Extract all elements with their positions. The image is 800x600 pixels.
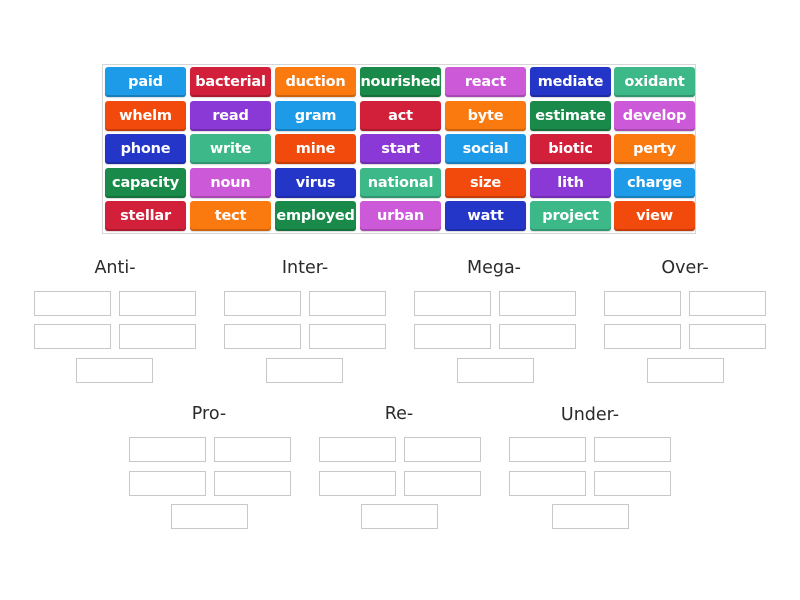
word-tile[interactable]: bacterial [190, 67, 271, 97]
drop-slot[interactable] [457, 358, 534, 383]
word-tile[interactable]: lith [530, 168, 611, 198]
word-tile[interactable]: virus [275, 168, 356, 198]
word-tile[interactable]: react [445, 67, 526, 97]
group-title: Over- [661, 258, 709, 278]
drop-slot[interactable] [689, 291, 766, 316]
word-tile[interactable]: watt [445, 201, 526, 231]
drop-slot[interactable] [266, 358, 343, 383]
word-tile[interactable]: develop [614, 101, 695, 131]
word-tile[interactable]: byte [445, 101, 526, 131]
drop-slot[interactable] [224, 291, 301, 316]
word-tile[interactable]: mine [275, 134, 356, 164]
word-tile[interactable]: start [360, 134, 441, 164]
word-tile[interactable]: capacity [105, 168, 186, 198]
drop-slot[interactable] [499, 324, 576, 349]
drop-slot[interactable] [604, 324, 681, 349]
group-title: Anti- [94, 258, 136, 278]
word-tile[interactable]: perty [614, 134, 695, 164]
drop-slot[interactable] [34, 324, 111, 349]
word-tile[interactable]: write [190, 134, 271, 164]
word-tile[interactable]: stellar [105, 201, 186, 231]
drop-slot[interactable] [214, 471, 291, 496]
drop-slot[interactable] [34, 291, 111, 316]
word-tile[interactable]: estimate [530, 101, 611, 131]
word-tile[interactable]: project [530, 201, 611, 231]
word-tile[interactable]: phone [105, 134, 186, 164]
drop-slot[interactable] [404, 437, 481, 462]
word-tile[interactable]: biotic [530, 134, 611, 164]
group-title: Inter- [281, 258, 329, 278]
group-title: Pro- [191, 404, 227, 424]
drop-slot[interactable] [319, 437, 396, 462]
word-tile[interactable]: employed [275, 201, 356, 231]
drop-slot[interactable] [647, 358, 724, 383]
group-title: Under- [560, 405, 620, 425]
word-bank: paid bacterial duction nourished react m… [102, 64, 696, 234]
word-tile[interactable]: view [614, 201, 695, 231]
word-tile[interactable]: social [445, 134, 526, 164]
drop-slot[interactable] [552, 504, 629, 529]
word-tile[interactable]: national [360, 168, 441, 198]
group-title: Re- [384, 404, 414, 424]
word-tile[interactable]: nourished [360, 67, 441, 97]
drop-slot[interactable] [119, 324, 196, 349]
word-tile[interactable]: gram [275, 101, 356, 131]
word-tile[interactable]: paid [105, 67, 186, 97]
drop-slot[interactable] [689, 324, 766, 349]
drop-slot[interactable] [414, 291, 491, 316]
drop-slot[interactable] [414, 324, 491, 349]
word-tile[interactable]: size [445, 168, 526, 198]
word-tile[interactable]: oxidant [614, 67, 695, 97]
group-title: Mega- [466, 258, 521, 278]
word-tile[interactable]: duction [275, 67, 356, 97]
drop-slot[interactable] [171, 504, 248, 529]
word-tile[interactable]: act [360, 101, 441, 131]
word-tile[interactable]: read [190, 101, 271, 131]
word-tile[interactable]: charge [614, 168, 695, 198]
word-tile[interactable]: noun [190, 168, 271, 198]
drop-slot[interactable] [319, 471, 396, 496]
drop-slot[interactable] [404, 471, 481, 496]
drop-slot[interactable] [594, 471, 671, 496]
drop-slot[interactable] [309, 324, 386, 349]
drop-slot[interactable] [594, 437, 671, 462]
drop-slot[interactable] [309, 291, 386, 316]
word-tile[interactable]: tect [190, 201, 271, 231]
drop-slot[interactable] [361, 504, 438, 529]
drop-slot[interactable] [604, 291, 681, 316]
drop-slot[interactable] [129, 437, 206, 462]
drop-slot[interactable] [214, 437, 291, 462]
drop-slot[interactable] [509, 437, 586, 462]
drop-slot[interactable] [499, 291, 576, 316]
word-tile[interactable]: whelm [105, 101, 186, 131]
word-tile[interactable]: mediate [530, 67, 611, 97]
drop-slot[interactable] [119, 291, 196, 316]
drop-slot[interactable] [76, 358, 153, 383]
drop-slot[interactable] [509, 471, 586, 496]
word-tile[interactable]: urban [360, 201, 441, 231]
drop-slot[interactable] [224, 324, 301, 349]
drop-slot[interactable] [129, 471, 206, 496]
